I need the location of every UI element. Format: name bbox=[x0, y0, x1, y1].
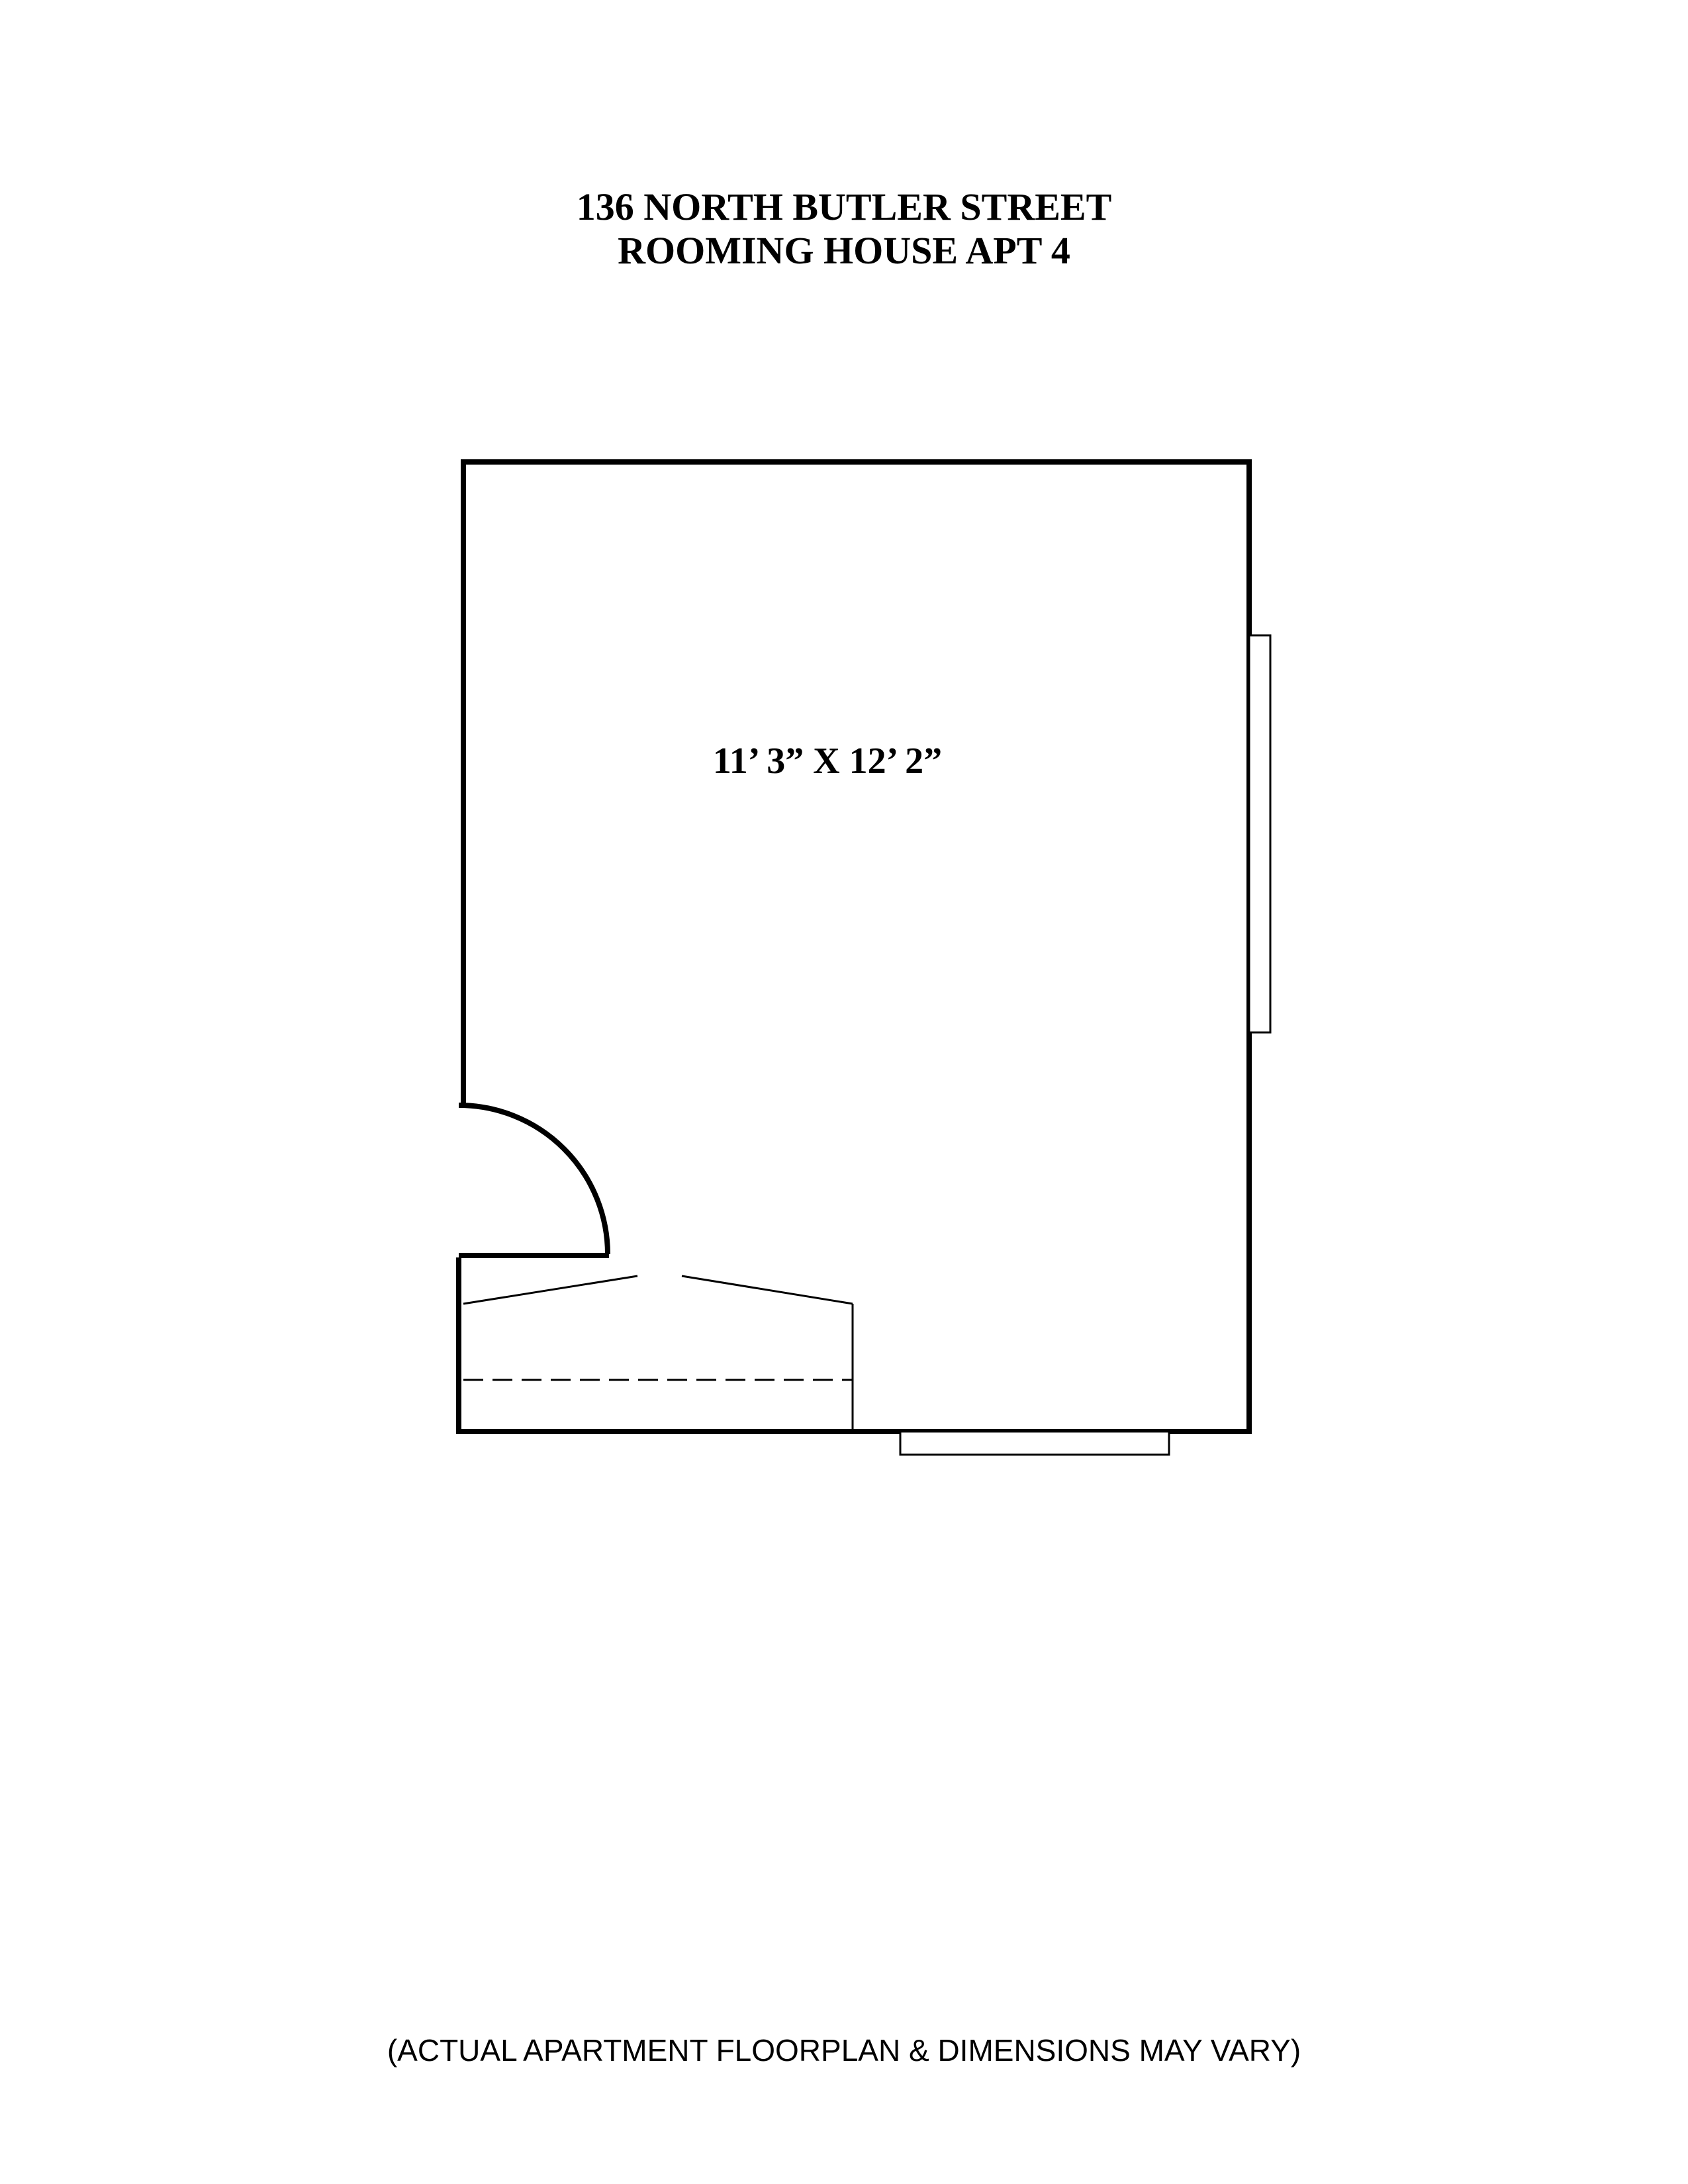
closet-line-left bbox=[463, 1275, 638, 1305]
address-title: 136 NORTH BUTLER STREET bbox=[576, 185, 1112, 228]
disclaimer-text: (ACTUAL APARTMENT FLOORPLAN & DIMENSIONS… bbox=[387, 2033, 1301, 2068]
title-block: 136 NORTH BUTLER STREET ROOMING HOUSE AP… bbox=[0, 185, 1688, 273]
window-bottom bbox=[899, 1430, 1170, 1456]
room-dimensions-label: 11’ 3” X 12’ 2” bbox=[712, 741, 943, 782]
unit-title: ROOMING HOUSE APT 4 bbox=[618, 229, 1070, 272]
window-right bbox=[1248, 634, 1272, 1034]
closet-line-right bbox=[681, 1275, 853, 1305]
door-swing-arc bbox=[458, 1103, 610, 1255]
